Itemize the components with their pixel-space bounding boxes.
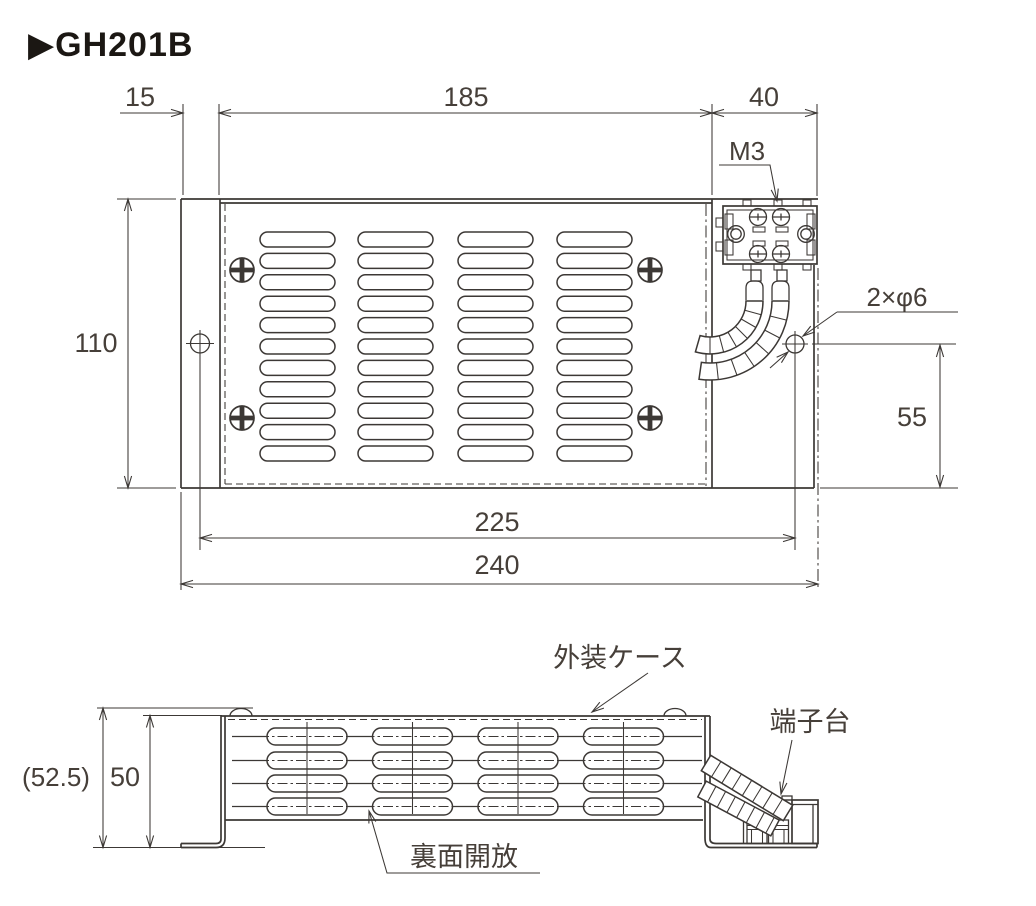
- screw-icon: [229, 257, 255, 283]
- leader-m3: [719, 164, 779, 203]
- vent-slot: [259, 423, 336, 441]
- vent-slot: [357, 423, 434, 441]
- terminal-screw-icon: [748, 207, 768, 227]
- label-back-open: 裏面開放: [410, 842, 518, 872]
- dim-55: 55: [897, 402, 927, 432]
- vent-slot: [259, 231, 336, 248]
- wire-conduits: [694, 269, 790, 381]
- vent-slot: [457, 402, 534, 419]
- screw-icon: [229, 405, 255, 431]
- vent-slot: [259, 295, 336, 312]
- vent-slot: [556, 338, 633, 355]
- vent-slot: [357, 338, 434, 355]
- dim-40: 40: [749, 82, 779, 112]
- vent-slot: [457, 295, 534, 312]
- vent-slot: [357, 359, 434, 377]
- vent-slot: [357, 274, 434, 291]
- vent-slot: [259, 274, 336, 291]
- dim-185: 185: [443, 82, 488, 112]
- vent-slot: [457, 231, 534, 248]
- vent-slot: [556, 381, 633, 398]
- terminal-block: [715, 199, 818, 271]
- wire-conduits-side: [696, 754, 794, 837]
- vent-slot: [357, 252, 434, 270]
- leader-terminal: [779, 739, 793, 796]
- dim-52-5: (52.5): [22, 762, 90, 792]
- mounting-holes: [186, 330, 808, 550]
- top-view-dimensions: 15 185 40 M3 2×φ6 110 55 225 240: [74, 82, 958, 590]
- leader-case: [590, 672, 649, 714]
- vent-slot: [357, 295, 434, 312]
- dim-15: 15: [125, 82, 155, 112]
- label-2xphi6: 2×φ6: [867, 282, 928, 312]
- case-side: [221, 707, 710, 821]
- dim-225: 225: [474, 507, 519, 537]
- screw-head-bump: [229, 707, 253, 717]
- vent-slot: [556, 231, 633, 248]
- vent-slot: [556, 445, 633, 462]
- side-vent-centerlines: [259, 735, 672, 808]
- vent-slot: [556, 252, 633, 270]
- side-view-dimensions: (52.5) 50 外装ケース 端子台 裏面開放: [22, 643, 851, 874]
- page-title: ▶GH201B: [28, 26, 193, 64]
- dim-110: 110: [74, 328, 117, 358]
- vent-slot: [556, 316, 633, 334]
- screw-icon: [637, 405, 663, 431]
- vent-slot: [556, 274, 633, 291]
- vent-slot: [457, 338, 534, 355]
- label-m3: M3: [729, 136, 765, 166]
- leader-back-open: [368, 809, 540, 874]
- vent-slot: [259, 338, 336, 355]
- dim-240: 240: [474, 550, 519, 580]
- vent-slot: [357, 231, 434, 248]
- screw-head-bump: [663, 707, 687, 717]
- vent-slot: [457, 381, 534, 398]
- vent-slot: [259, 359, 336, 377]
- leader-holes: [801, 311, 838, 338]
- vent-slot: [457, 359, 534, 377]
- vent-slot: [259, 445, 336, 462]
- vent-slot: [457, 316, 534, 334]
- vent-slot: [259, 252, 336, 270]
- vent-slot: [556, 359, 633, 377]
- case-screws: [229, 257, 663, 431]
- vent-slot: [457, 252, 534, 270]
- dim-50: 50: [110, 762, 140, 792]
- vent-slot: [357, 402, 434, 419]
- vent-slot: [259, 381, 336, 398]
- label-terminal-block: 端子台: [770, 707, 851, 737]
- vent-slot: [457, 445, 534, 462]
- vent-slot: [556, 423, 633, 441]
- vent-slot: [357, 445, 434, 462]
- vent-slot: [259, 316, 336, 334]
- vent-slot: [357, 316, 434, 334]
- vent-slot: [556, 402, 633, 419]
- vent-slot: [457, 423, 534, 441]
- vent-slot: [259, 402, 336, 419]
- terminal-screw-icon: [771, 207, 791, 227]
- screw-icon: [637, 257, 663, 283]
- label-exterior-case: 外装ケース: [553, 643, 687, 673]
- vent-slot: [457, 274, 534, 291]
- top-view: 15 185 40 M3 2×φ6 110 55 225 240: [74, 82, 958, 590]
- side-view: (52.5) 50 外装ケース 端子台 裏面開放: [22, 643, 851, 874]
- vent-slot: [556, 295, 633, 312]
- vent-slot: [357, 381, 434, 398]
- vent-grid: [259, 231, 633, 462]
- side-vent-grid: [266, 727, 665, 816]
